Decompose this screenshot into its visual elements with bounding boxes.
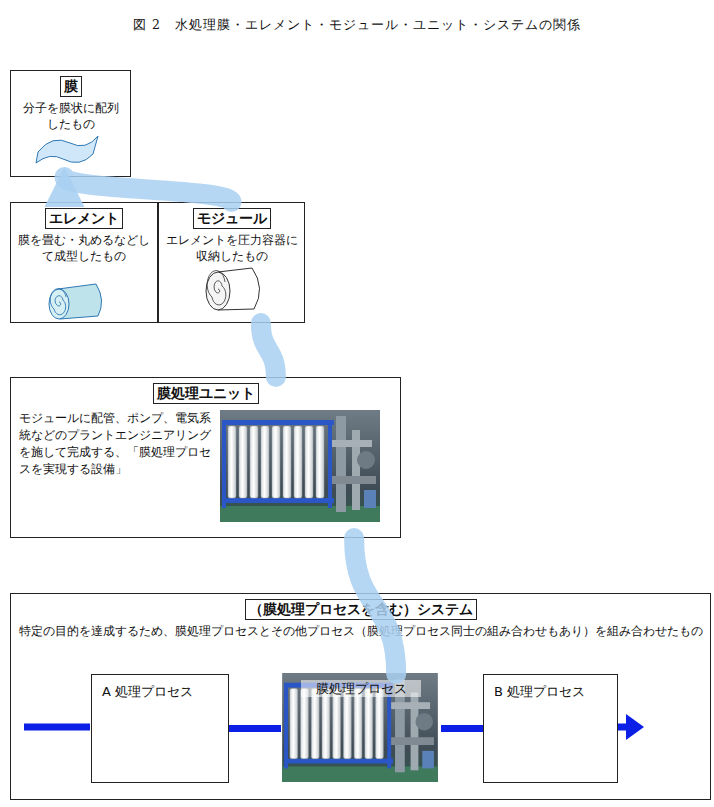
flow-line <box>229 725 281 732</box>
box-description: 特定の目的を達成するため、膜処理プロセスとその他プロセス（膜処理プロセス同士の組… <box>16 623 706 639</box>
unit-box: 膜処理ユニットモジュールに配管、ポンプ、電気系統などのプラントエンジニアリングを… <box>10 377 401 538</box>
heading-row: モジュール <box>159 208 304 229</box>
heading-row: 膜 <box>11 76 130 97</box>
box-description: 分子を膜状に配列したもの <box>19 100 123 132</box>
box-description: エレメントを圧力容器に収納したもの <box>165 232 299 264</box>
box-heading: 膜 <box>60 76 82 97</box>
relation-swoosh <box>64 177 231 202</box>
process-box: A 処理プロセス <box>91 674 229 783</box>
process-box: B 処理プロセス <box>483 674 618 783</box>
heading-row: （膜処理プロセスを含む）システム <box>11 599 710 620</box>
box-description: 膜を畳む・丸めるなどして成型したもの <box>16 232 152 264</box>
concept-box: モジュールエレメントを圧力容器に収納したもの <box>158 202 305 323</box>
element-roll <box>49 284 102 319</box>
process-photo <box>282 673 438 782</box>
box-heading: モジュール <box>193 208 271 229</box>
heading-row: エレメント <box>11 208 157 229</box>
heading-row: 膜処理ユニット <box>11 383 400 404</box>
box-heading: （膜処理プロセスを含む）システム <box>245 599 477 620</box>
module-vessel <box>206 268 260 310</box>
process-label: B 処理プロセス <box>494 683 617 700</box>
figure-title: 図 2 水処理膜・エレメント・モジュール・ユニット・システムの関係 <box>0 17 714 34</box>
flow-line <box>441 725 483 732</box>
relation-swoosh <box>261 323 276 377</box>
system-box: （膜処理プロセスを含む）システム特定の目的を達成するため、膜処理プロセスとその他… <box>10 593 711 800</box>
box-heading: 膜処理ユニット <box>153 383 259 404</box>
process-label: A 処理プロセス <box>102 683 228 700</box>
membrane-sheet <box>36 136 98 163</box>
process-photo-box: 膜処理プロセス <box>281 674 441 783</box>
flow-out-arrowhead <box>626 714 644 740</box>
box-heading: エレメント <box>45 208 123 229</box>
concept-box: エレメント膜を畳む・丸めるなどして成型したもの <box>10 202 158 323</box>
process-label: 膜処理プロセス <box>301 680 421 697</box>
box-description: モジュールに配管、ポンプ、電気系統などのプラントエンジニアリングを施して完成する… <box>19 410 219 478</box>
concept-box: 膜分子を膜状に配列したもの <box>10 70 131 177</box>
flow-in-line <box>24 724 90 731</box>
unit-photo <box>220 410 380 522</box>
